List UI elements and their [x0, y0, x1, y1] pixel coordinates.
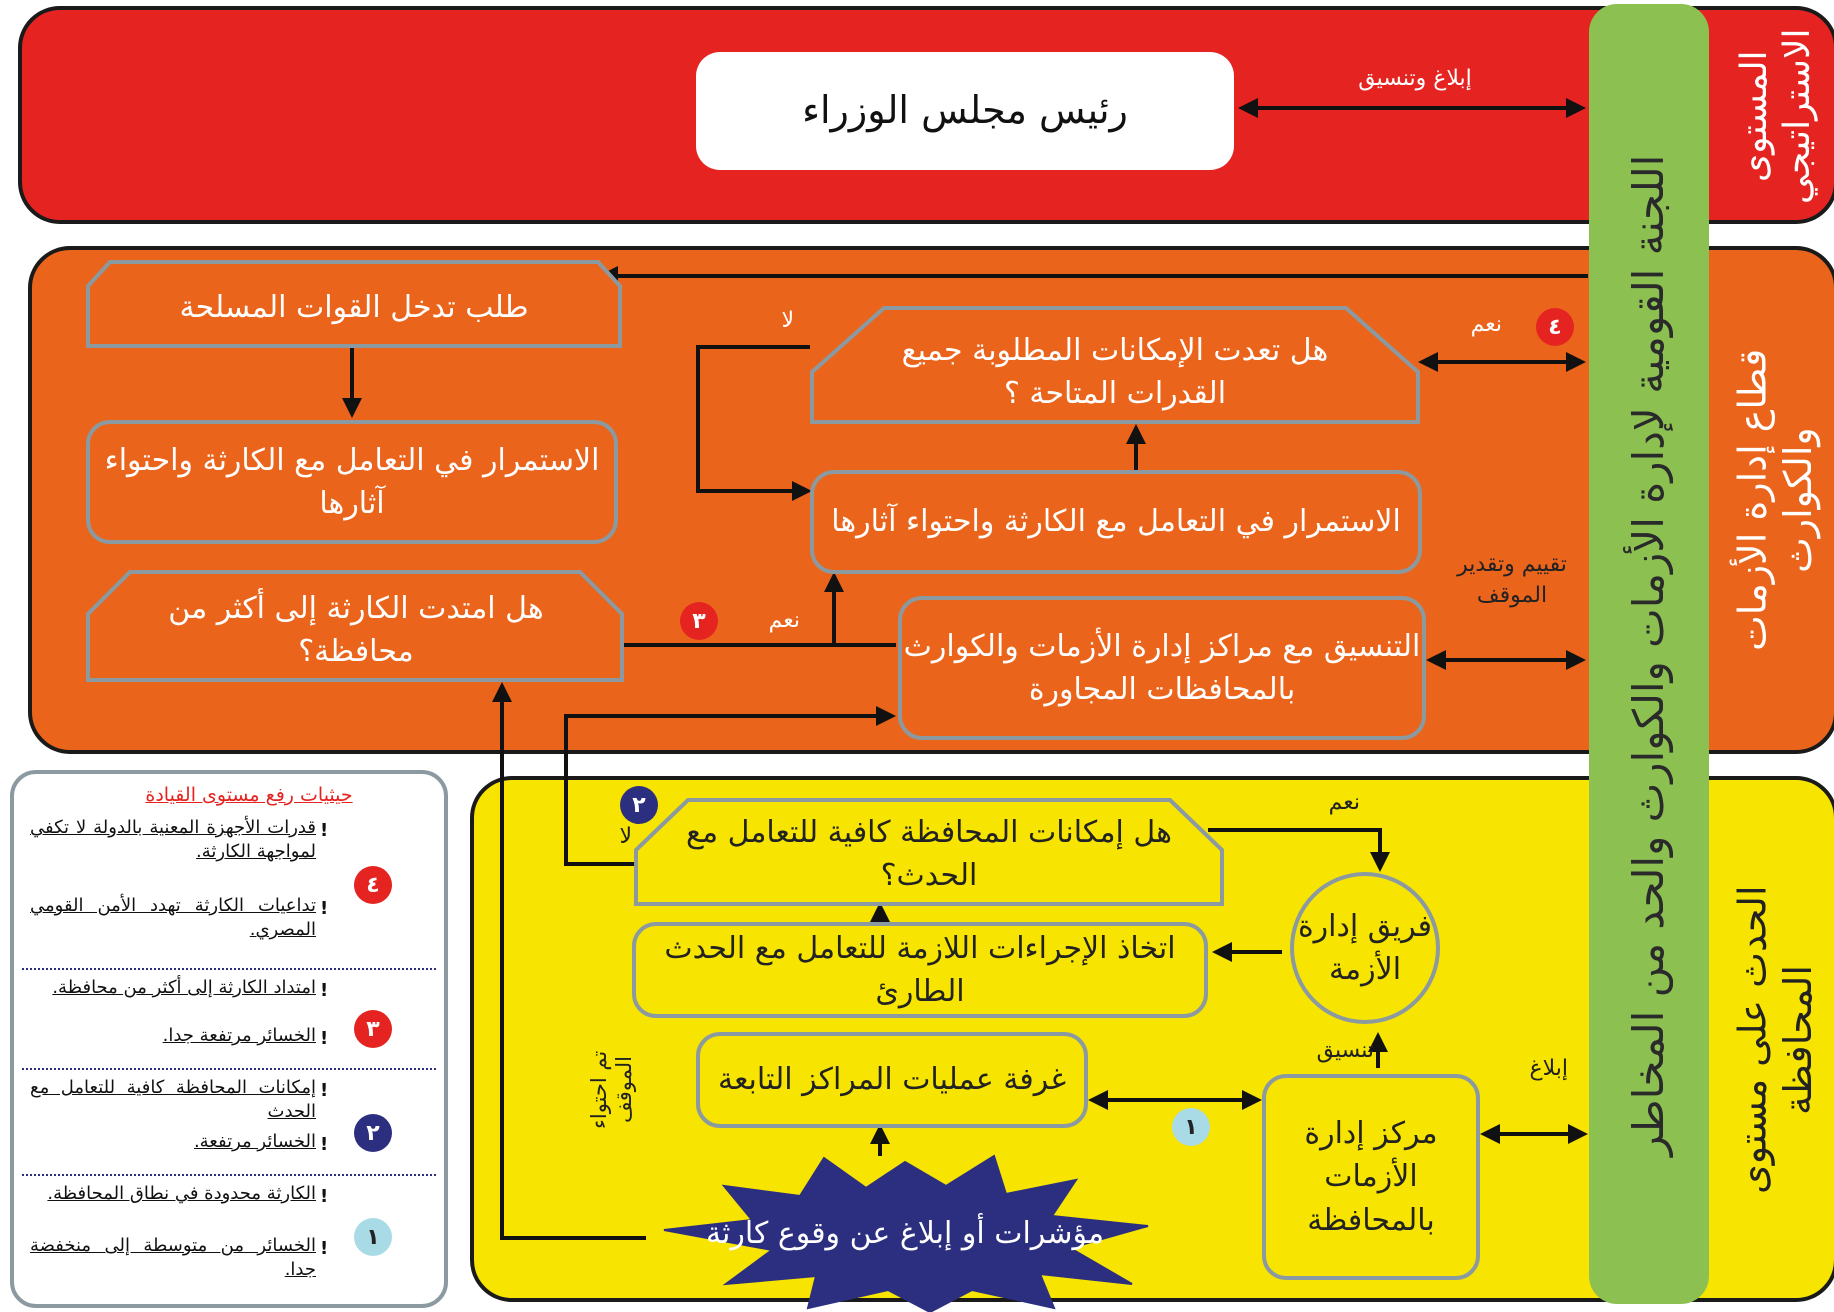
legend-bang: ! [320, 1134, 329, 1155]
exceeds-no-loop [696, 345, 812, 501]
exceeds-yes-label: نعم [1470, 312, 1502, 337]
legend-item: امتداد الكارثة إلى أكثر من محافظة. [52, 977, 316, 998]
exceeds-question-box: هل تعدت الإمكانات المطلوبة جميع القدرات … [810, 306, 1420, 424]
procedures-box: اتخاذ الإجراءات اللازمة للتعامل مع الحدث… [632, 922, 1208, 1018]
legend-bang: ! [320, 898, 329, 919]
national-committee-bar [1589, 4, 1709, 1304]
legend-badge-1: ١ [354, 1218, 392, 1256]
trigger-starburst: مؤشرات أو إبلاغ عن وقوع كارثة [640, 1150, 1170, 1312]
legend-title: حيثيات رفع مستوى القيادة [145, 784, 353, 806]
legend-divider [22, 968, 436, 970]
report-label: إبلاغ [1529, 1056, 1569, 1081]
legend-item: الخسائر مرتفعة جدا. [162, 1025, 316, 1046]
sufficient-question-text: هل إمكانات المحافظة كافية للتعامل مع الح… [686, 814, 1172, 894]
legend-bang: ! [320, 1238, 329, 1259]
legend-panel: حيثيات رفع مستوى القيادة ٤ ! قدرات الأجه… [10, 770, 448, 1308]
legend-bang: ! [320, 980, 329, 1001]
legend-bang: ! [320, 1186, 329, 1207]
extended-yes-label: نعم [768, 608, 800, 633]
legend-item: قدرات الأجهزة المعنية بالدولة لا تكفي لم… [30, 817, 316, 863]
coordination-label: تنسيق [1316, 1038, 1374, 1063]
assess-label: تقييم وتقدير الموقف [1457, 552, 1567, 608]
legend-divider [22, 1068, 436, 1070]
armed-forces-text: طلب تدخل القوات المسلحة [179, 290, 529, 326]
legend-bang: ! [320, 1028, 329, 1049]
report-coord-label: إبلاغ وتنسيق [1358, 66, 1472, 91]
badge-1: ١ [1172, 1108, 1210, 1146]
continue-right-box: الاستمرار في التعامل مع الكارثة واحتواء … [810, 470, 1422, 574]
legend-item: إمكانات المحافظة كافية للتعامل مع الحدث [30, 1077, 316, 1123]
exceeds-question-text: هل تعدت الإمكانات المطلوبة جميع القدرات … [901, 332, 1329, 412]
legend-item: الكارثة محدودة في نطاق المحافظة. [47, 1183, 316, 1204]
legend-divider [22, 1174, 436, 1176]
prime-minister-box: رئيس مجلس الوزراء [696, 52, 1234, 170]
sufficient-yes-label: نعم [1328, 790, 1360, 815]
badge-3: ٣ [680, 602, 718, 640]
exceeds-no-label: لا [781, 308, 794, 333]
sufficient-question-box: هل إمكانات المحافظة كافية للتعامل مع الح… [634, 798, 1224, 906]
extended-question-box: هل امتدت الكارثة إلى أكثر من محافظة؟ [86, 570, 624, 682]
legend-item: تداعيات الكارثة تهدد الأمن القومي المصري… [30, 895, 316, 941]
legend-item: الخسائر من متوسطة إلى منخفضة جدا. [30, 1235, 316, 1281]
legend-bang: ! [320, 820, 329, 841]
legend-badge-4: ٤ [354, 866, 392, 904]
coordinate-neighbors-box: التنسيق مع مراكز إدارة الأزمات والكوارث … [898, 596, 1426, 740]
badge-4: ٤ [1536, 308, 1574, 346]
gov-center-box: مركز إدارة الأزمات بالمحافظة [1262, 1074, 1480, 1280]
armed-forces-box: طلب تدخل القوات المسلحة [86, 260, 622, 348]
legend-item: الخسائر مرتفعة. [193, 1131, 316, 1152]
sufficient-no-label: لا [619, 824, 632, 849]
sufficient-yes-line [1208, 828, 1390, 872]
sufficient-no-line [564, 706, 896, 866]
ops-room-box: غرفة عمليات المراكز التابعة [696, 1032, 1088, 1128]
extended-question-text: هل امتدت الكارثة إلى أكثر من محافظة؟ [168, 590, 544, 670]
continue-left-box: الاستمرار في التعامل مع الكارثة واحتواء … [86, 420, 618, 544]
legend-badge-3: ٣ [354, 1010, 392, 1048]
contained-label: تم احتواء الموقف [586, 1050, 636, 1130]
legend-bang: ! [320, 1080, 329, 1101]
crisis-team-circle: فريق إدارة الأزمة [1290, 872, 1440, 1024]
badge-2: ٢ [620, 786, 658, 824]
legend-badge-2: ٢ [354, 1114, 392, 1152]
contained-line [492, 682, 646, 1240]
trigger-text: مؤشرات أو إبلاغ عن وقوع كارثة [705, 1216, 1105, 1251]
